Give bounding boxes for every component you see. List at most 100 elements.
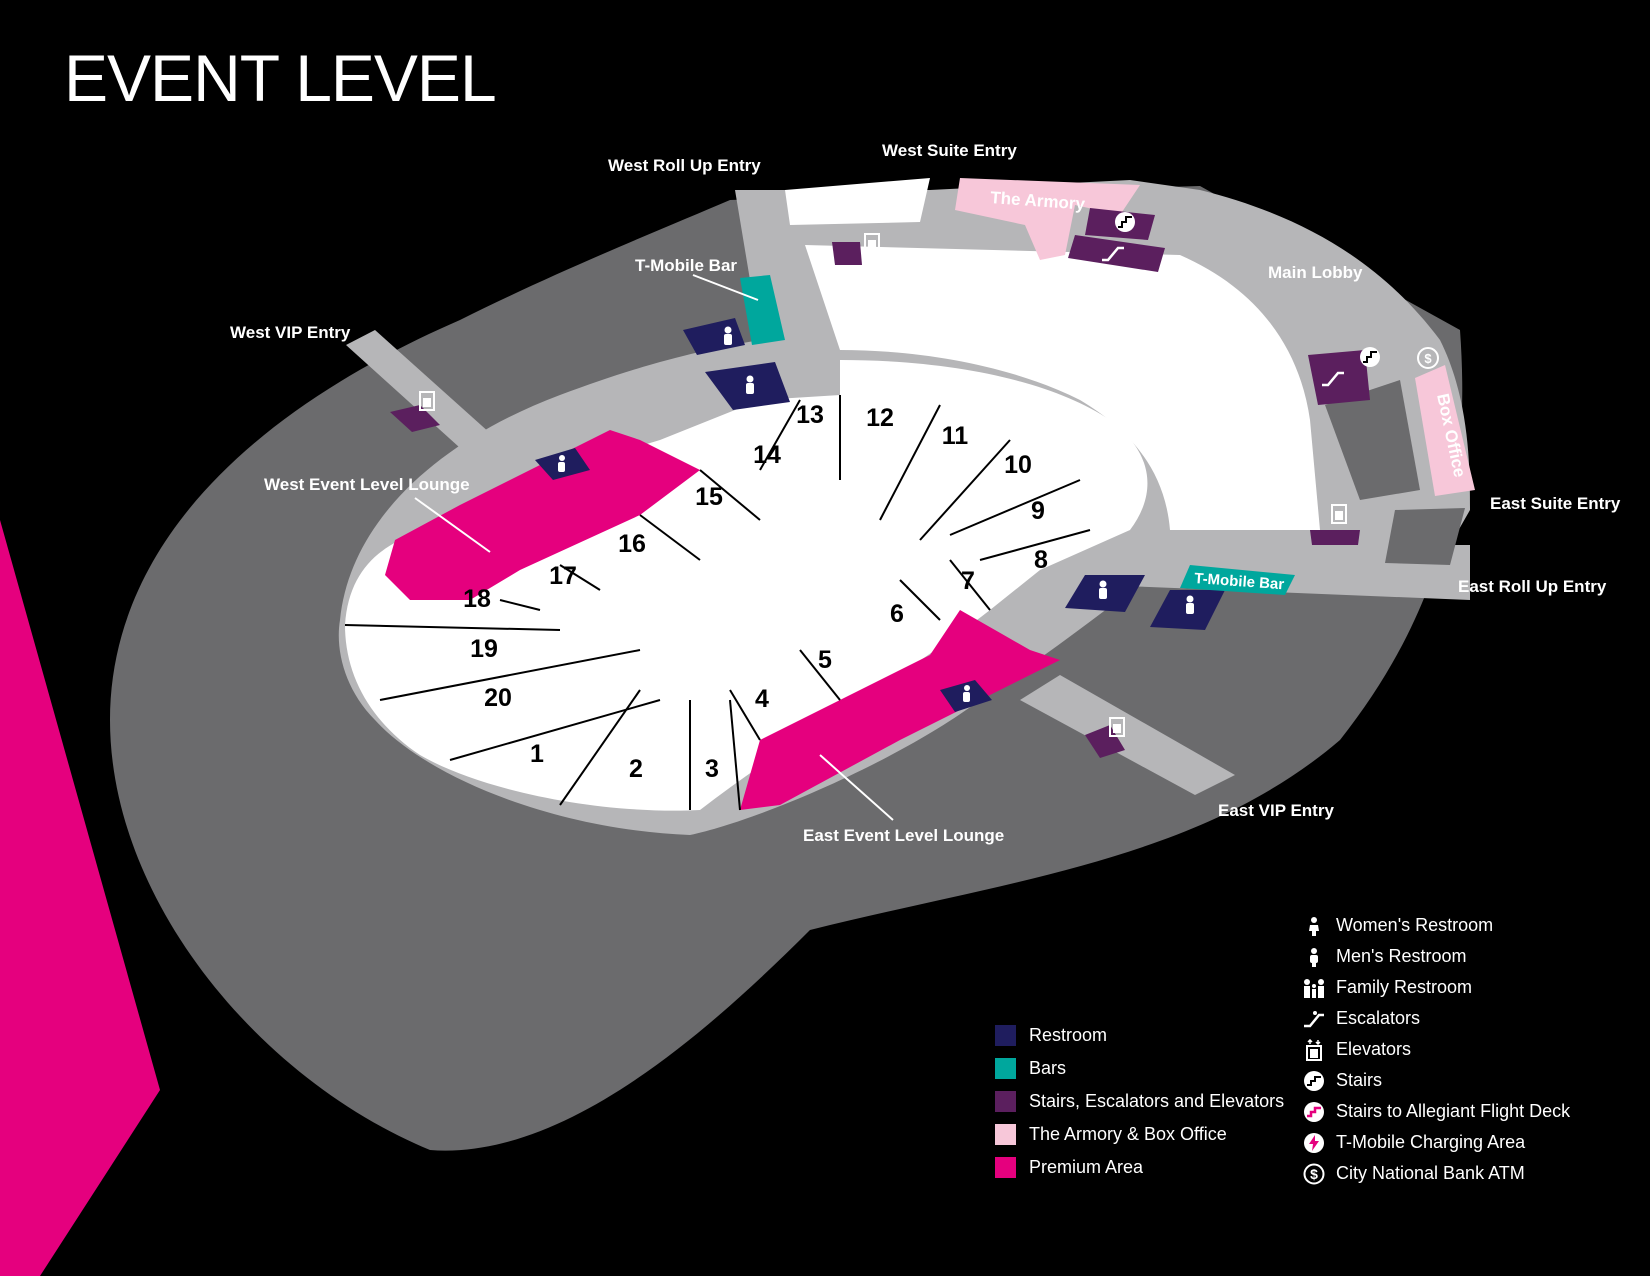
- legend-color-label: Premium Area: [1029, 1157, 1144, 1177]
- section-7-label: 7: [961, 567, 975, 595]
- legend-icon-label: City National Bank ATM: [1336, 1163, 1525, 1183]
- decorative-stripe: [0, 520, 160, 1276]
- tmobile-bar-east: [1180, 565, 1295, 595]
- legend-icon-item: Family Restroom: [1302, 972, 1570, 1003]
- legend-icon-label: Stairs: [1336, 1070, 1383, 1090]
- the-armory: [955, 178, 1140, 260]
- svg-text:$: $: [1310, 1166, 1318, 1182]
- section-2-label: 2: [629, 755, 643, 783]
- section-13-label: 13: [796, 401, 824, 429]
- west-suite-entry-label: West Suite Entry: [882, 141, 1017, 160]
- section-6-label: 6: [890, 600, 904, 628]
- flight-deck-stairs-icon: [1302, 1100, 1326, 1124]
- stairs-icon: [1302, 1069, 1326, 1093]
- escalator-icon: [1302, 1007, 1326, 1031]
- section-5-label: 5: [818, 646, 832, 674]
- section-14-label: 14: [753, 441, 781, 469]
- east-suite-entry-label: East Suite Entry: [1490, 494, 1621, 513]
- box-office: [1415, 365, 1475, 496]
- east-seating-area: [805, 245, 1320, 530]
- section-11-label: 11: [942, 422, 969, 450]
- section-18-label: 18: [463, 585, 491, 613]
- east-vip-elevator-block: [1085, 725, 1125, 758]
- main-lobby-label: Main Lobby: [1268, 263, 1363, 282]
- legend-color-label: Stairs, Escalators and Elevators: [1029, 1091, 1285, 1111]
- legend-swatch: [995, 1157, 1016, 1178]
- legend-icon-item: Stairs to Allegiant Flight Deck: [1302, 1096, 1570, 1127]
- west-vip-entry-label: West VIP Entry: [230, 323, 351, 342]
- women-restroom-icon: [1099, 580, 1107, 599]
- pointer-west-lounge: [414, 497, 491, 553]
- elevator-icon: [419, 391, 435, 411]
- section-19-label: 19: [470, 635, 498, 663]
- women-restroom-icon: [1302, 914, 1326, 938]
- legend-icon-item: Women's Restroom: [1302, 910, 1570, 941]
- elevator-icon: [864, 233, 880, 253]
- page-title: EVENT LEVEL: [64, 41, 497, 115]
- elevator-icon: [1109, 717, 1125, 737]
- women-restroom-icon: [963, 685, 970, 702]
- section-17-label: 17: [549, 562, 577, 590]
- tmobile-bar-north-label: T-Mobile Bar: [635, 256, 737, 275]
- pointer-east-lounge: [819, 754, 894, 821]
- legend-icon-item: Men's Restroom: [1302, 941, 1570, 972]
- tmobile-bar-east-label: T-Mobile Bar: [1194, 570, 1285, 593]
- tmobile-bar-north: [740, 275, 785, 345]
- atm-icon: $: [1417, 347, 1439, 369]
- elevator-icon: [1302, 1038, 1326, 1062]
- west-event-level-lounge: [385, 430, 700, 600]
- east-vip-entry-label: East VIP Entry: [1218, 801, 1334, 820]
- section-20-label: 20: [484, 684, 512, 712]
- legend-icon-item: T-Mobile Charging Area: [1302, 1127, 1570, 1158]
- legend-color-item: The Armory & Box Office: [995, 1118, 1284, 1151]
- legend-color-label: Bars: [1029, 1058, 1067, 1078]
- legend-icon-label: Family Restroom: [1336, 977, 1473, 997]
- east-roll-up-entry-label: East Roll Up Entry: [1458, 577, 1607, 596]
- section-8-label: 8: [1034, 546, 1048, 574]
- men-restroom-icon: [1302, 945, 1326, 969]
- legend-swatch: [995, 1124, 1016, 1145]
- stairs-icon: [1115, 212, 1135, 232]
- legend-swatch: [995, 1058, 1016, 1079]
- section-16-label: 16: [618, 530, 646, 558]
- section-15-label: 15: [695, 483, 723, 511]
- suite-entry-block: [785, 178, 930, 225]
- escalator-icon: [1322, 371, 1344, 387]
- section-1-label: 1: [530, 740, 544, 768]
- legend-color-item: Premium Area: [995, 1151, 1284, 1184]
- section-3-label: 3: [705, 755, 719, 783]
- women-restroom-icon: [746, 375, 754, 394]
- legend-swatch: [995, 1091, 1016, 1112]
- section-dividers: [344, 395, 1091, 811]
- east-vip-corridor: [1020, 675, 1235, 795]
- east-event-level-lounge: [740, 610, 1060, 810]
- legend-icon-item: Elevators: [1302, 1034, 1570, 1065]
- legend-swatch: [995, 1025, 1016, 1046]
- legend-color-label: The Armory & Box Office: [1029, 1124, 1227, 1144]
- section-9-label: 9: [1031, 497, 1045, 525]
- seating-bowl: [345, 360, 1148, 811]
- legend-icon-label: Stairs to Allegiant Flight Deck: [1336, 1101, 1571, 1121]
- pointer-tmobile-bar-north: [692, 274, 759, 301]
- section-4-label: 4: [755, 685, 769, 713]
- section-12-label: 12: [866, 404, 894, 432]
- family-restroom-icon: [1302, 976, 1326, 1000]
- west-elevator-block: [390, 405, 440, 432]
- legend-icon-label: Elevators: [1336, 1039, 1412, 1059]
- legend-icon-item: Stairs: [1302, 1065, 1570, 1096]
- atm-icon: $: [1302, 1162, 1326, 1186]
- stairs-icon: [1360, 347, 1380, 367]
- elevator-icon: [1331, 504, 1347, 524]
- legend-color-label: Restroom: [1029, 1025, 1108, 1045]
- box-office-back: [1325, 380, 1420, 500]
- east-elevator-block: [1310, 530, 1360, 545]
- legend-color-item: Stairs, Escalators and Elevators: [995, 1085, 1284, 1118]
- east-escalator-block: [1308, 350, 1370, 405]
- north-elevator-block: [832, 242, 862, 265]
- men-restroom-icon: [1186, 595, 1194, 614]
- east-event-level-lounge-label: East Event Level Lounge: [803, 826, 1004, 845]
